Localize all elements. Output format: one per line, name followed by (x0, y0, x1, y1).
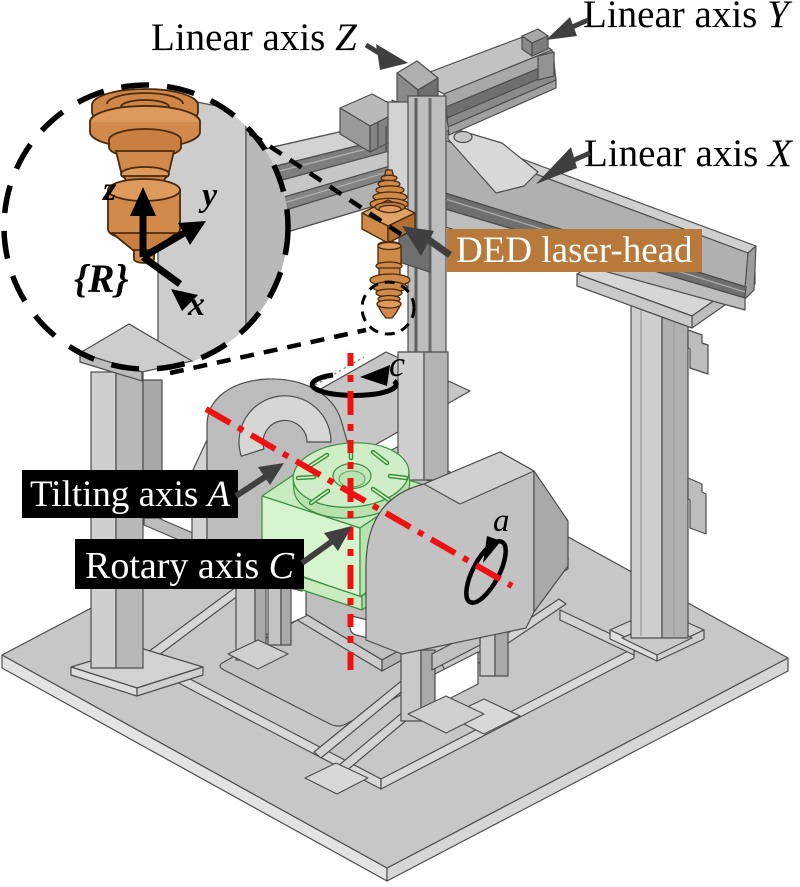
svg-text:y: y (198, 177, 218, 214)
svg-text:c: c (389, 344, 405, 384)
svg-text:Linear axis Y: Linear axis Y (583, 0, 793, 36)
svg-text:Tilting axis A: Tilting axis A (30, 474, 231, 515)
svg-text:{R}: {R} (74, 256, 129, 301)
svg-text:Linear axis Z: Linear axis Z (151, 16, 358, 59)
svg-text:Rotary axis C: Rotary axis C (85, 545, 295, 587)
svg-text:Linear axis X: Linear axis X (584, 132, 794, 175)
svg-text:DED laser-head: DED laser-head (456, 230, 693, 271)
svg-text:a: a (493, 503, 510, 539)
svg-text:z: z (102, 171, 117, 208)
svg-text:x: x (187, 286, 205, 323)
